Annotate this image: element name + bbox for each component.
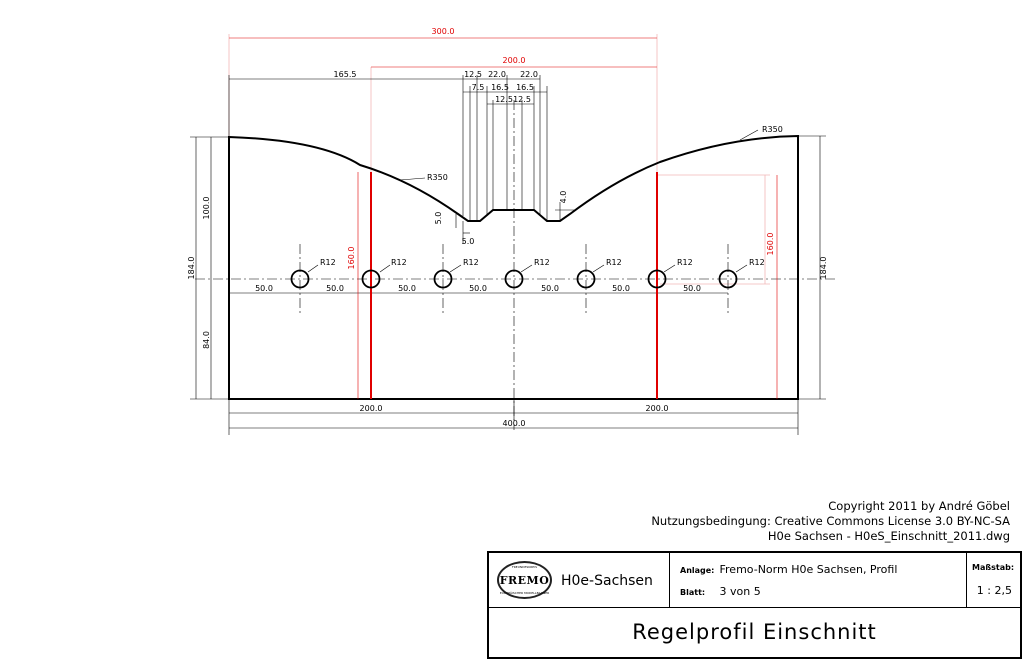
title-block-title-cell: Regelprofil Einschnitt bbox=[489, 608, 1020, 657]
center-lines bbox=[195, 100, 835, 430]
dim-184-0-left: 184.0 bbox=[187, 257, 196, 280]
dim-22-0-right: 22.0 bbox=[520, 70, 538, 79]
dim-spacing-3: 50.0 bbox=[398, 284, 416, 293]
dim-12-5-top: 12.5 bbox=[464, 70, 482, 79]
radius-r12-1: R12 bbox=[320, 258, 336, 267]
drawing-title: Regelprofil Einschnitt bbox=[632, 620, 877, 644]
dim-16-5-left: 16.5 bbox=[491, 83, 509, 92]
radius-r12-7: R12 bbox=[749, 258, 765, 267]
dim-200-0-red: 200.0 bbox=[503, 56, 526, 65]
anlage-value: Fremo-Norm H0e Sachsen, Profil bbox=[719, 563, 898, 576]
dim-165-5: 165.5 bbox=[334, 70, 357, 79]
dim-160-0-red-left: 160.0 bbox=[347, 247, 356, 270]
radius-r12-4: R12 bbox=[534, 258, 550, 267]
radius-r12-5: R12 bbox=[606, 258, 622, 267]
filename-line: H0e Sachsen - H0eS_Einschnitt_2011.dwg bbox=[767, 529, 1010, 543]
dim-spacing-2: 50.0 bbox=[326, 284, 344, 293]
logo-ring-bottom: EUROPÄISCHER MODELLBAHNER bbox=[499, 591, 550, 595]
dim-400-0: 400.0 bbox=[503, 419, 526, 428]
dim-spacing-7: 50.0 bbox=[683, 284, 701, 293]
dim-22-0-left: 22.0 bbox=[488, 70, 506, 79]
fremo-logo: FREUNDESKREIS FREMO EUROPÄISCHER MODELLB… bbox=[497, 561, 552, 599]
copyright-notice: Copyright 2011 by André Göbel Nutzungsbe… bbox=[651, 499, 1010, 544]
dim-84-0: 84.0 bbox=[202, 331, 211, 349]
project-name: H0e-Sachsen bbox=[561, 573, 653, 589]
anlage-row: Anlage: Fremo-Norm H0e Sachsen, Profil bbox=[680, 563, 897, 576]
dim-16-5-right: 16.5 bbox=[516, 83, 534, 92]
dim-spacing-4: 50.0 bbox=[469, 284, 487, 293]
dim-5-0-vertical: 5.0 bbox=[434, 212, 443, 225]
radius-r12-2: R12 bbox=[391, 258, 407, 267]
radius-r12-6: R12 bbox=[677, 258, 693, 267]
dim-spacing-5: 50.0 bbox=[541, 284, 559, 293]
dim-4-0: 4.0 bbox=[559, 191, 568, 204]
logo-ring-top: FREUNDESKREIS bbox=[512, 565, 537, 569]
blatt-value: 3 von 5 bbox=[719, 585, 761, 598]
dim-12-5-mid-left: 12.5 bbox=[495, 95, 513, 104]
title-block-logo-cell: FREUNDESKREIS FREMO EUROPÄISCHER MODELLB… bbox=[489, 553, 670, 608]
dim-12-5-mid-right: 12.5 bbox=[513, 95, 531, 104]
title-block-scale-cell: Maßstab: 1 : 2,5 bbox=[967, 553, 1020, 608]
dim-300-0-red: 300.0 bbox=[432, 27, 455, 36]
dim-7-5: 7.5 bbox=[472, 83, 485, 92]
dim-184-0-right: 184.0 bbox=[819, 257, 828, 280]
dim-100-0: 100.0 bbox=[202, 197, 211, 220]
dim-5-0-bottom: 5.0 bbox=[462, 237, 475, 246]
radius-r12-3: R12 bbox=[463, 258, 479, 267]
dim-spacing-1: 50.0 bbox=[255, 284, 273, 293]
dim-160-0-red-right: 160.0 bbox=[766, 233, 775, 256]
scale-label: Maßstab: bbox=[972, 563, 1015, 572]
title-block: FREUNDESKREIS FREMO EUROPÄISCHER MODELLB… bbox=[487, 551, 1022, 659]
dim-200-0-right: 200.0 bbox=[646, 404, 669, 413]
holes bbox=[290, 269, 738, 289]
license-line: Nutzungsbedingung: Creative Commons Lice… bbox=[651, 514, 1010, 528]
radius-r350-right: R350 bbox=[762, 125, 783, 134]
scale-value: 1 : 2,5 bbox=[976, 584, 1012, 597]
logo-name: FREMO bbox=[499, 573, 550, 587]
radius-r350-left: R350 bbox=[427, 173, 448, 182]
dimension-lines bbox=[190, 75, 826, 435]
dim-200-0-left: 200.0 bbox=[360, 404, 383, 413]
blatt-row: Blatt: 3 von 5 bbox=[680, 585, 761, 598]
copyright-line: Copyright 2011 by André Göbel bbox=[828, 499, 1010, 513]
title-block-info-cell: Anlage: Fremo-Norm H0e Sachsen, Profil B… bbox=[670, 553, 967, 608]
dim-spacing-6: 50.0 bbox=[612, 284, 630, 293]
blatt-label: Blatt: bbox=[680, 588, 706, 597]
track-bed-lines bbox=[462, 75, 548, 221]
anlage-label: Anlage: bbox=[680, 566, 715, 575]
red-dimensions bbox=[229, 37, 778, 399]
